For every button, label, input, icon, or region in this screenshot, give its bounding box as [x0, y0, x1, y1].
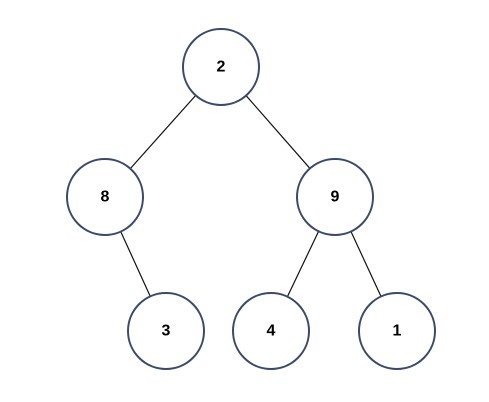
node-label: 3	[162, 323, 171, 340]
tree-node-right-right: 1	[358, 292, 436, 370]
tree-node-right-left: 4	[232, 292, 310, 370]
tree-node-right: 9	[296, 158, 374, 236]
edge-8-3	[120, 231, 151, 297]
tree-node-left-right: 3	[127, 292, 205, 370]
node-label: 2	[217, 59, 226, 76]
tree-node-left: 8	[66, 158, 144, 236]
node-label: 1	[393, 323, 402, 340]
node-label: 9	[331, 189, 340, 206]
edge-9-4	[286, 231, 320, 297]
tree-node-root: 2	[182, 28, 260, 106]
edge-2-9	[245, 95, 311, 169]
edge-9-1	[350, 231, 382, 297]
node-label: 4	[267, 323, 276, 340]
node-label: 8	[101, 189, 110, 206]
edge-2-8	[129, 94, 197, 170]
